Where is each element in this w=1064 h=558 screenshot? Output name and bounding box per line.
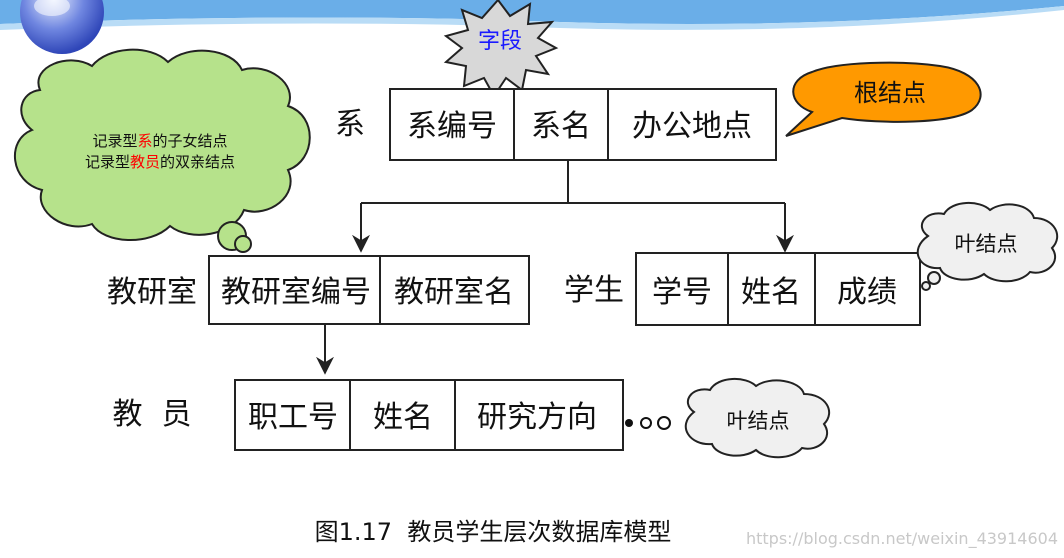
teacher-field-2: 姓名 xyxy=(373,400,433,435)
record-teacher: 教 员 职工号 姓名 研究方向 xyxy=(112,379,624,451)
teacher-field-3: 研究方向 xyxy=(477,400,597,435)
record-student-box xyxy=(635,252,921,326)
teacher-field-1: 职工号 xyxy=(248,400,338,435)
root-callout-label: 根结点 xyxy=(854,79,926,107)
starburst-icon xyxy=(443,0,559,98)
leaf-dots xyxy=(625,416,671,430)
record-student-label: 学生 xyxy=(564,273,624,308)
decorative-ball-icon xyxy=(20,0,104,54)
cloud-bubble-small xyxy=(234,235,252,253)
record-student: 学生 学号 姓名 成绩 xyxy=(564,252,921,326)
leaf-cloud-student: 叶结点 xyxy=(916,202,1059,291)
office-field-1: 教研室编号 xyxy=(221,275,371,310)
department-field-2: 系名 xyxy=(531,109,591,144)
leaf-note-1: 叶结点 xyxy=(955,232,1018,256)
leaf-cloud-student-bubble-large xyxy=(927,271,941,285)
root-callout: 根结点 xyxy=(785,61,982,137)
top-band xyxy=(0,0,1064,30)
record-office-box xyxy=(208,255,530,325)
leaf-note-2: 叶结点 xyxy=(727,409,790,433)
figure-caption: 图1.17 教员学生层次数据库模型 xyxy=(315,518,672,546)
leaf-cloud-teacher: 叶结点 xyxy=(684,378,831,459)
record-department: 系 系编号 系名 办公地点 xyxy=(335,88,777,161)
department-field-1: 系编号 xyxy=(407,109,497,144)
record-department-label: 系 xyxy=(335,107,365,142)
field-starburst: 字段 xyxy=(443,0,559,98)
green-cloud-note: 记录型系的子女结点 记录型教员的双亲结点 xyxy=(13,48,311,253)
student-field-3: 成绩 xyxy=(837,275,897,310)
connector-department-children xyxy=(352,160,794,253)
leaf-cloud-student-bubble-small xyxy=(921,281,931,291)
record-teacher-box xyxy=(234,379,624,451)
record-department-box xyxy=(389,88,777,161)
office-field-2: 教研室名 xyxy=(394,275,514,310)
record-teacher-label: 教 员 xyxy=(112,397,191,432)
record-office-label: 教研室 xyxy=(107,275,197,310)
cloud-note-line-1: 记录型系的子女结点 xyxy=(92,132,227,150)
starburst-label: 字段 xyxy=(478,29,522,54)
student-field-1: 学号 xyxy=(652,275,712,310)
student-field-2: 姓名 xyxy=(741,275,801,310)
record-office: 教研室 教研室编号 教研室名 xyxy=(107,255,530,325)
department-field-3: 办公地点 xyxy=(632,109,752,144)
watermark: https://blog.csdn.net/weixin_43914604 xyxy=(746,529,1058,549)
cloud-note-line-2: 记录型教员的双亲结点 xyxy=(85,153,235,171)
